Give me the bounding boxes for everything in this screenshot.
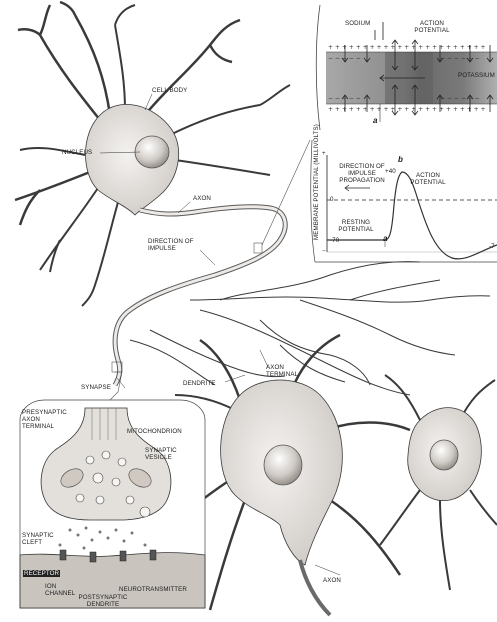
svg-text:− − − − − −: − − − − − − <box>440 55 480 62</box>
graph-plus-sign: + <box>322 150 326 157</box>
label-cell-body: CELL BODY <box>152 87 187 94</box>
label-postsynaptic-dendrite: POSTSYNAPTIC DENDRITE <box>78 594 128 608</box>
svg-text:− − − − − −: − − − − − − <box>440 95 480 102</box>
tick-plus40: +40 <box>385 168 396 175</box>
label-action-potential-top: ACTION POTENTIAL <box>414 20 450 34</box>
marker-a-graph: a <box>383 235 388 242</box>
graph-minus-sign: − <box>322 248 326 255</box>
label-synaptic-cleft: SYNAPTIC CLEFT <box>22 532 52 546</box>
label-axon-lower: AXON <box>323 577 341 584</box>
label-action-potential-graph: ACTION POTENTIAL <box>408 172 448 186</box>
label-nucleus: NUCLEUS <box>62 149 92 156</box>
label-axon: AXON <box>193 195 211 202</box>
axon-zoom-box <box>254 243 262 253</box>
membrane-inset: + + + + + + + + + + + + + + + + + + + + … <box>316 5 497 130</box>
label-direction-of-impulse: DIRECTION OF IMPULSE <box>148 238 198 252</box>
label-sodium: SODIUM <box>345 20 370 27</box>
svg-text:+ + + + + + + + + + + + + + +: + + + + + + + + + + + + + + + + + + + + … <box>328 44 486 51</box>
marker-b: b <box>398 156 403 163</box>
label-mitochondrion: MITOCHONDRION <box>127 428 182 435</box>
label-presynaptic-axon-terminal: PRESYNAPTIC AXON TERMINAL <box>22 409 70 430</box>
svg-text:+ + + + + + + + + + + + + + +: + + + + + + + + + + + + + + + + + + + + … <box>328 106 486 113</box>
label-potassium: POTASSIUM <box>458 72 495 79</box>
label-synaptic-vesicle: SYNAPTIC VESICLE <box>145 447 185 461</box>
bottom-neuron-small <box>380 375 497 590</box>
label-receptor: RECEPTOR <box>23 570 60 577</box>
label-direction-propagation: DIRECTION OF IMPULSE PROPAGATION <box>338 163 386 184</box>
svg-text:− − − − −: − − − − − <box>328 55 361 62</box>
label-neurotransmitter: NEUROTRANSMITTER <box>119 586 187 593</box>
tick-minus70: -70 <box>330 237 339 244</box>
label-axon-terminal: AXON TERMINAL <box>266 364 306 378</box>
tick-minus70-right: -7 <box>489 243 495 250</box>
marker-a-top: a <box>373 117 378 124</box>
label-resting-potential: RESTING POTENTIAL <box>334 219 378 233</box>
label-dendrite: DENDRITE <box>183 380 215 387</box>
svg-text:− − − − −: − − − − − <box>328 95 361 102</box>
graph-y-axis-label: MEMBRANE POTENTIAL (MILLIVOLTS) <box>313 124 320 240</box>
label-synapse: SYNAPSE <box>81 384 111 391</box>
label-ion-channel: ION CHANNEL <box>45 583 71 597</box>
tick-zero: 0 <box>330 196 334 203</box>
